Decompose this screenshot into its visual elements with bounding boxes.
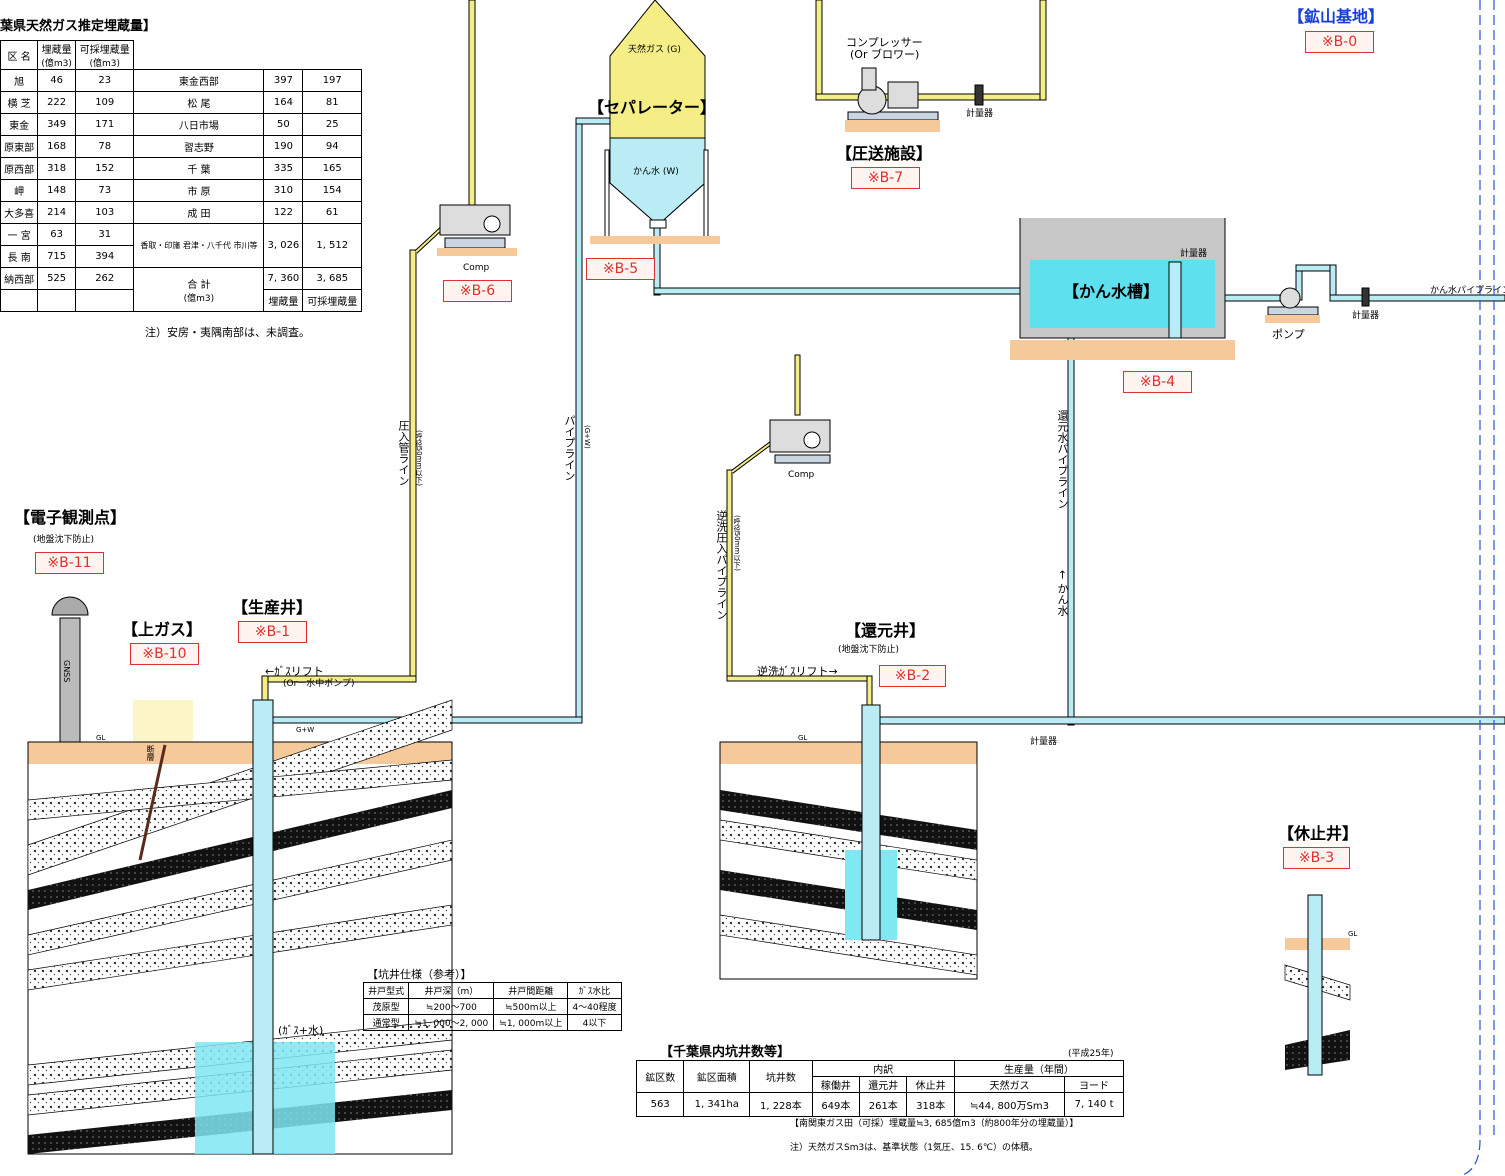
return-well-label: 【還元井】 xyxy=(845,621,926,640)
ref-b10[interactable]: ※B-10 xyxy=(130,643,199,665)
geology-return-section xyxy=(719,704,978,980)
compressor-label: コンプレッサー xyxy=(846,36,923,49)
well-spec-title: 【坑井仕様（参考）】 xyxy=(367,968,472,981)
ref-b6[interactable]: ※B-6 xyxy=(443,280,512,302)
gas-lift-sub: (Or一水中ポンプ) xyxy=(283,679,355,689)
pump-machine xyxy=(1265,287,1370,323)
meter-label-return: 計量器 xyxy=(1030,737,1058,747)
gl-label-suspended: GL xyxy=(1348,930,1358,938)
upper-gas-label: 【上ガス】 xyxy=(122,620,203,639)
return-pipeline-label: 還元水パイプライン xyxy=(1056,410,1069,509)
geology-suspended-section xyxy=(1284,894,1351,1076)
well-count-note2: 注）天然ガスSm3は、基準状態（1気圧、15. 6℃）の体積。 xyxy=(790,1143,1038,1153)
electronic-sub-label: (地盤沈下防止) xyxy=(33,535,95,545)
comp-pump-return xyxy=(769,419,831,464)
electronic-point-label: 【電子観測点】 xyxy=(14,508,127,527)
pressure-facility-label: 【圧送施設】 xyxy=(836,144,933,163)
mining-base-label: 【鉱山基地】 xyxy=(1288,7,1385,26)
ref-b5[interactable]: ※B-5 xyxy=(586,258,655,280)
reserves-header-row: 区 名 埋蔵量(億m3) 可採埋蔵量(億m3) xyxy=(0,40,362,70)
meter-label-tank: 計量器 xyxy=(1180,249,1208,259)
well-count-note1: 【南関東ガス田（可採）埋蔵量≒3, 685億m3（約800年分の埋蔵量）】 xyxy=(790,1119,1079,1129)
ref-b2[interactable]: ※B-2 xyxy=(879,665,946,687)
pressure-line-label: 圧入管ライン xyxy=(397,420,410,486)
gl-label-return: GL xyxy=(798,734,808,742)
well-count-table: 鉱区数 鉱区面積 坑井数 内訳 生産量（年間） 稼働井還元井休止井天然ガスヨード… xyxy=(635,1060,1125,1117)
ref-b0[interactable]: ※B-0 xyxy=(1305,31,1374,53)
suspended-well-label: 【休止井】 xyxy=(1278,824,1359,843)
backwash-gas-lift-label: 逆洗ｶﾞｽリフト→ xyxy=(757,665,838,678)
backwash-sub: (呼径50mm以下) xyxy=(733,515,741,572)
pressure-line-sub: (呼径50mm以下) xyxy=(415,430,423,487)
production-well-label: 【生産井】 xyxy=(232,598,313,617)
gas-water-label: (ｶﾞｽ+水) xyxy=(278,1024,324,1037)
right-boundary xyxy=(1459,0,1481,1176)
meter-label-pump: 計量器 xyxy=(1352,311,1380,321)
header-recoverable: 可採埋蔵量(億m3) xyxy=(74,40,135,70)
ref-b11[interactable]: ※B-11 xyxy=(35,552,104,574)
comp-label-b6: Comp xyxy=(463,263,490,273)
reserves-note: 注）安房・夷隅南部は、未調査。 xyxy=(145,326,310,339)
electronic-observation-post xyxy=(51,596,193,745)
gl-label-left: GL xyxy=(96,734,106,742)
ref-b7[interactable]: ※B-7 xyxy=(851,167,920,189)
fault-label: 断層 xyxy=(146,745,155,761)
brine-arrow-label: ← かん水 xyxy=(1056,570,1069,616)
gas-lift-label: ←ｶﾞｽリフト xyxy=(265,665,324,678)
comp-label-return: Comp xyxy=(788,470,815,480)
blower-label: (Or ブロワー) xyxy=(850,48,920,61)
reserves-total-row: 埋蔵量可採埋蔵量 xyxy=(0,289,362,312)
meter-label-compressor: 計量器 xyxy=(966,109,994,119)
ref-b4[interactable]: ※B-4 xyxy=(1123,371,1192,393)
pipeline-label: パイプライン xyxy=(563,415,576,481)
gw-label: G+W xyxy=(296,726,315,734)
brine-pipeline-label: かん水パイプライン xyxy=(1430,286,1505,296)
ref-b3[interactable]: ※B-3 xyxy=(1283,847,1350,869)
separator-tank xyxy=(590,0,720,244)
well-count-year: (平成25年) xyxy=(1068,1049,1114,1059)
pump-label: ポンプ xyxy=(1272,328,1305,341)
separator-label: 【セパレーター】 xyxy=(588,98,717,117)
ref-b1[interactable]: ※B-1 xyxy=(238,621,307,643)
well-spec-header: 井戸型式井戸深（m）井戸間距離ｶﾞｽ水比 xyxy=(362,982,622,999)
return-sub-label: (地盤沈下防止) xyxy=(838,645,900,655)
gnss-label: GNSS xyxy=(62,660,71,683)
comp-pump-b6 xyxy=(437,204,517,256)
header-reserve: 埋蔵量(億m3) xyxy=(37,40,76,70)
compressor-machine xyxy=(845,67,984,132)
well-count-header2: 稼働井還元井休止井天然ガスヨード xyxy=(637,1076,1124,1093)
pipeline-sub: (G+W) xyxy=(583,425,591,449)
well-count-header1: 鉱区数 鉱区面積 坑井数 内訳 生産量（年間） xyxy=(635,1060,1125,1093)
geology-production-section xyxy=(27,699,453,1155)
well-count-title: 【千葉県内坑井数等】 xyxy=(660,1045,791,1060)
brine-tank xyxy=(1010,218,1235,360)
header-district: 区 名 xyxy=(0,40,39,70)
backwash-pipeline-label: 逆洗圧入パイプライン xyxy=(715,510,728,620)
natural-gas-label: 天然ガス (G) xyxy=(628,45,681,55)
reserves-title: 葉県天然ガス推定埋蔵量】 xyxy=(0,19,157,34)
brine-label: かん水 (W) xyxy=(633,167,679,177)
brine-tank-label: 【かん水槽】 xyxy=(1063,282,1160,301)
